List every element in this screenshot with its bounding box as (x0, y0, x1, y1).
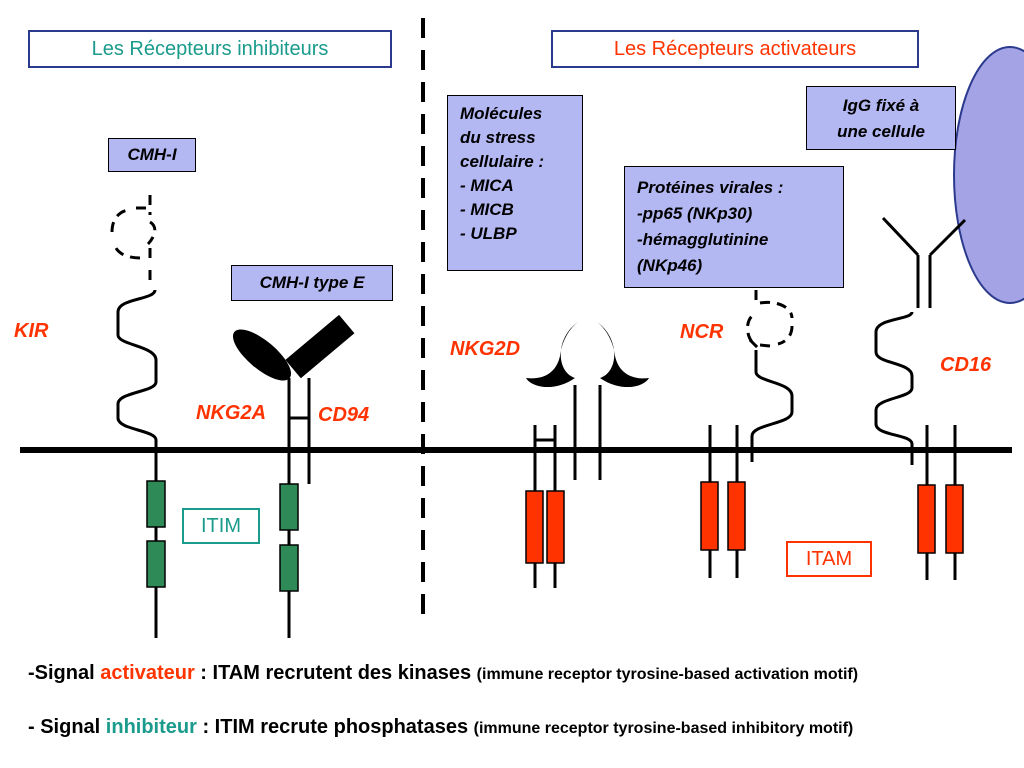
label-cd16: CD16 (940, 354, 992, 376)
ncr-itam-1 (700, 481, 719, 551)
igg-arm-left (881, 216, 920, 257)
nkg2d-lectin-domain-left (526, 322, 578, 388)
target-cell (953, 46, 1024, 304)
nkg2a-itim-2 (279, 544, 299, 592)
legend-inhibitory: - Signal inhibiteur : ITIM recrute phosp… (28, 715, 1018, 741)
title-inhibitory: Les Récepteurs inhibiteurs (28, 30, 392, 68)
legend-activating-word: activateur (100, 662, 195, 684)
stress-line-4: - MICA (460, 176, 514, 195)
itim-label: ITIM (182, 508, 260, 544)
cd16-itam-2 (945, 484, 964, 554)
ligand-igg: IgG fixé à une cellule (806, 86, 956, 150)
viral-line-3: -hémagglutinine (637, 230, 769, 249)
ligand-stress-molecules: Molécules du stress cellulaire : - MICA … (447, 95, 583, 271)
nkg2d-lectin-domain-right (597, 322, 649, 388)
legend-inhibitory-main: : ITIM recrute phosphatases (196, 716, 474, 738)
igg-line-1: IgG fixé à (842, 96, 920, 115)
cd16-itam-1 (917, 484, 936, 554)
itam-label: ITAM (786, 541, 872, 577)
cd16-chain (874, 311, 914, 465)
legend-inhibitory-small: (immune receptor tyrosine-based inhibito… (473, 720, 854, 737)
stress-line-5: - MICB (460, 200, 514, 219)
title-activating: Les Récepteurs activateurs (551, 30, 919, 68)
label-nkg2d: NKG2D (450, 338, 521, 360)
viral-line-1: Protéines virales : (637, 178, 784, 197)
legend-activating-main: : ITAM recrutent des kinases (194, 662, 477, 684)
legend-activating: -Signal activateur : ITAM recrutent des … (28, 661, 1018, 687)
label-cd94: CD94 (318, 404, 370, 426)
kir-receptor (110, 195, 158, 638)
ligand-cmh1-type-e: CMH-I type E (231, 265, 393, 301)
label-ncr: NCR (680, 321, 724, 343)
label-kir: KIR (14, 320, 49, 342)
nkg2a-itim-1 (279, 483, 299, 531)
legend-activating-prefix: -Signal (28, 662, 101, 684)
legend-inhibitory-prefix: - Signal (28, 716, 106, 738)
stress-line-1: Molécules (460, 104, 543, 123)
stress-line-6: - ULBP (460, 224, 517, 243)
ligand-viral-proteins: Protéines virales : -pp65 (NKp30) -hémag… (624, 166, 844, 288)
igg-arm-right (928, 218, 967, 257)
stress-line-2: du stress (460, 128, 536, 147)
nkg2d-adapter-box-2 (546, 490, 565, 564)
nkg2a-lectin-domain (232, 329, 292, 381)
stress-line-3: cellulaire : (460, 152, 545, 171)
kir-itim-2 (146, 540, 166, 588)
label-nkg2a: NKG2A (196, 402, 267, 424)
igg-line-2: une cellule (837, 122, 925, 141)
ncr-ligand-dashed-loop (746, 290, 794, 350)
kir-chain (116, 289, 158, 638)
nkg2d-adapter-box-1 (525, 490, 544, 564)
legend-inhibitory-word: inhibiteur (105, 716, 197, 738)
ncr-chain (750, 350, 794, 462)
kir-ligand-dashed-loop (110, 195, 157, 282)
kir-itim-1 (146, 480, 166, 528)
cd94-lectin-domain (285, 314, 355, 379)
viral-line-4: (NKp46) (637, 256, 703, 275)
nkg2d-receptor (533, 385, 602, 588)
ligand-cmh1: CMH-I (108, 138, 196, 172)
viral-line-2: -pp65 (NKp30) (637, 204, 753, 223)
legend-activating-small: (immune receptor tyrosine-based activati… (476, 666, 859, 683)
ncr-itam-2 (727, 481, 746, 551)
